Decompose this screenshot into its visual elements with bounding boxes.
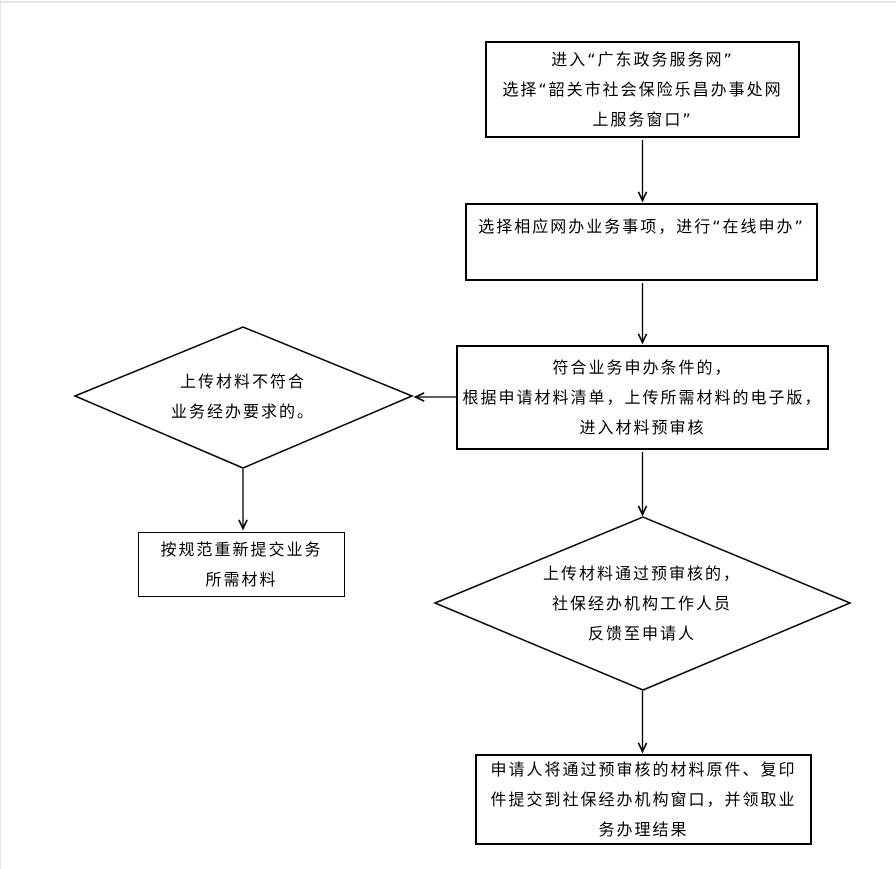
- flow-node-enter-portal: 进入“广东政务服务网” 选择“韶关市社会保险乐昌办事处网 上服务窗口”: [485, 41, 800, 138]
- flow-node-materials-rejected-label: 上传材料不符合 业务经办要求的。: [170, 372, 315, 421]
- flow-node-materials-passed-label: 上传材料通过预审核的， 社保经办机构工作人员 反馈至申请人: [542, 564, 741, 643]
- decision-materials-passed-shape: [433, 516, 852, 691]
- flow-node-select-business: 选择相应网办业务事项，进行“在线申办”: [465, 203, 818, 281]
- flow-node-collect-result: 申请人将通过预审核的材料原件、复印 件提交到社保经办机构窗口，并领取业 务办理结…: [475, 754, 812, 845]
- flow-node-upload-materials: 符合业务申办条件的， 根据申请材料清单，上传所需材料的电子版， 进入材料预审核: [456, 345, 829, 450]
- flow-node-resubmit-materials: 按规范重新提交业务 所需材料: [138, 532, 345, 597]
- decision-materials-rejected-shape: [73, 326, 414, 469]
- page-edge-left: [0, 0, 1, 869]
- page-edge-top: [0, 1, 896, 3]
